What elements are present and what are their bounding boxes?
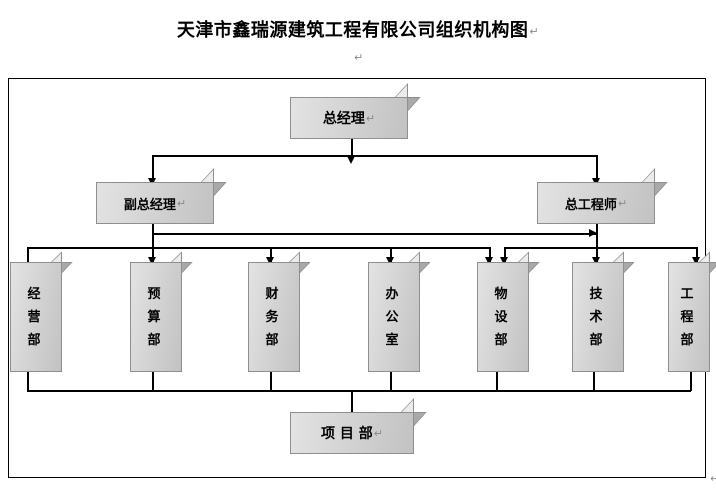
arrowhead-to-budget-dept [148,257,156,265]
connector-bus-bottom-to-project [351,390,353,412]
connector-chief-engineer-down [596,224,598,248]
connector-bus-bottom [27,390,691,392]
node-operations-dept[interactable]: 经 营 部 [10,251,73,372]
node-label-char: 财 [265,286,279,302]
node-label-char: 技 [589,286,603,302]
page-title: 天津市鑫瑞源建筑工程有限公司组织机构图↵ [0,16,716,42]
arrowhead-to-technical-dept [592,257,600,265]
node-label-char: 物 [494,286,508,302]
box-face: 工 程 部 [668,262,710,372]
node-pilcrow-icon: ↵ [373,426,383,440]
box-face: 副总经理↵ [96,182,214,224]
node-pilcrow-icon: ↵ [617,196,628,210]
node-finance-dept[interactable]: 财 务 部 [248,251,311,372]
connector-budget-down [152,372,154,391]
node-label-char: 务 [265,309,279,325]
node-label-char: 设 [494,309,508,325]
connector-gm-to-deputy [152,155,154,181]
connector-bus-left [27,247,490,249]
box-face: 项 目 部↵ [290,412,414,454]
connector-bus-right-to-technical [596,247,598,265]
arrowhead-to-engineering-dept [692,257,700,265]
node-label-char: 部 [147,332,161,348]
node-materials-dept[interactable]: 物 设 部 [477,251,540,372]
node-label-char: 预 [147,286,161,302]
node-label-char: 部 [27,332,41,348]
box-face: 经 营 部 [10,262,62,372]
node-engineering-dept[interactable]: 工 程 部 [668,251,716,372]
arrowhead-to-materials-dept-left [485,257,493,265]
node-label-char: 工 [680,286,694,302]
arrowhead-to-materials-dept-right [500,257,508,265]
node-label-char: 部 [265,332,279,348]
node-pilcrow-icon: ↵ [365,111,376,125]
connector-bus-left-to-office [390,247,392,265]
node-label: 项 目 部 [321,426,373,442]
node-label-char: 术 [589,309,603,325]
node-label-char: 室 [385,332,399,348]
arrowhead-to-office [386,257,394,265]
box-face: 技 术 部 [572,262,624,372]
connector-bus-level1 [152,155,597,157]
arrowhead-to-finance-dept [266,257,274,265]
node-pilcrow-icon: ↵ [176,196,187,210]
arrowhead-peer-link [589,229,597,237]
connector-gm-stem [351,139,353,156]
node-label-char: 程 [680,309,694,325]
box-face: 预 算 部 [130,262,182,372]
connector-deputy-down [152,233,154,248]
arrowhead-center-bus1 [347,156,355,164]
node-label-char: 部 [494,332,508,348]
node-office[interactable]: 办 公 室 [368,251,431,372]
connector-operations-down [27,372,29,391]
connector-engineering-down [690,372,692,391]
box-face: 总经理↵ [290,97,408,139]
connector-technical-down [593,372,595,391]
box-face: 总工程师↵ [537,182,655,224]
box-face: 办 公 室 [368,262,420,372]
page-title-text: 天津市鑫瑞源建筑工程有限公司组织机构图 [176,20,529,41]
connector-bus-left-to-finance [270,247,272,265]
connector-peer-link [152,233,596,235]
node-label-char: 算 [147,309,161,325]
connector-deputy-peer-stem [152,224,154,234]
node-label: 总工程师 [564,197,617,213]
node-chief-engineer[interactable]: 总工程师↵ [537,168,668,224]
connector-bus-right-to-materials [504,247,506,265]
title-pilcrow-icon: ↵ [529,25,540,38]
box-face: 财 务 部 [248,262,300,372]
connector-bus-left-to-materials [489,247,491,265]
node-label-char: 部 [680,332,694,348]
node-label: 副总经理 [123,197,176,213]
node-budget-dept[interactable]: 预 算 部 [130,251,193,372]
connector-bus-left-to-budget [152,247,154,265]
connector-gm-to-chief-engineer [596,155,598,181]
node-label-char: 办 [385,286,399,302]
document-end-pilcrow-icon: ↵ [710,472,716,485]
connector-bus-right-to-engineering [696,247,698,265]
node-label-char: 公 [385,309,399,325]
node-general-manager[interactable]: 总经理↵ [290,83,421,139]
node-label-char: 部 [589,332,603,348]
node-technical-dept[interactable]: 技 术 部 [572,251,635,372]
connector-materials-down [496,372,498,391]
node-deputy-general-manager[interactable]: 副总经理↵ [96,168,227,224]
blank-line-pilcrow-icon: ↵ [354,51,364,64]
box-face: 物 设 部 [477,262,529,372]
node-label-char: 营 [27,309,41,325]
connector-bus-left-to-operations [27,247,29,265]
node-project-dept[interactable]: 项 目 部↵ [290,398,427,454]
node-label: 总经理 [322,111,365,127]
node-label-char: 经 [27,286,41,302]
connector-finance-down [270,372,272,391]
connector-office-down [390,372,392,391]
connector-bus-right [504,247,697,249]
